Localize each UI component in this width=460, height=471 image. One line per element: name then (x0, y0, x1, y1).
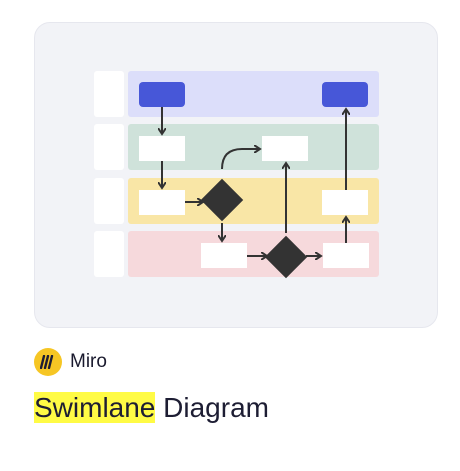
lane-label-2 (94, 124, 124, 170)
decision-node-a (200, 178, 244, 222)
start-node (139, 82, 185, 107)
process-node-e (201, 243, 247, 268)
process-node-f (323, 243, 369, 268)
lane-green (128, 124, 379, 170)
miro-logo-icon (34, 348, 62, 376)
template-card[interactable] (34, 22, 438, 328)
lane-label-4 (94, 231, 124, 277)
title-highlight: Swimlane (34, 392, 156, 423)
process-node-b (262, 136, 308, 161)
swimlane-diagram-thumbnail (94, 71, 379, 279)
lane-label-3 (94, 178, 124, 224)
decision-node-b (264, 235, 308, 279)
process-node-d (322, 190, 368, 215)
process-node-a (139, 136, 185, 161)
lane-pink (128, 231, 379, 277)
title-rest: Diagram (155, 392, 269, 423)
process-node-c (139, 190, 185, 215)
lane-label-1 (94, 71, 124, 117)
provider-name[interactable]: Miro (70, 351, 107, 372)
end-node (322, 82, 368, 107)
lane-yellow (128, 178, 379, 224)
template-title[interactable]: Swimlane Diagram (34, 392, 269, 424)
lane-blue (128, 71, 379, 117)
connector (221, 149, 260, 170)
provider-row: Miro (34, 348, 107, 376)
